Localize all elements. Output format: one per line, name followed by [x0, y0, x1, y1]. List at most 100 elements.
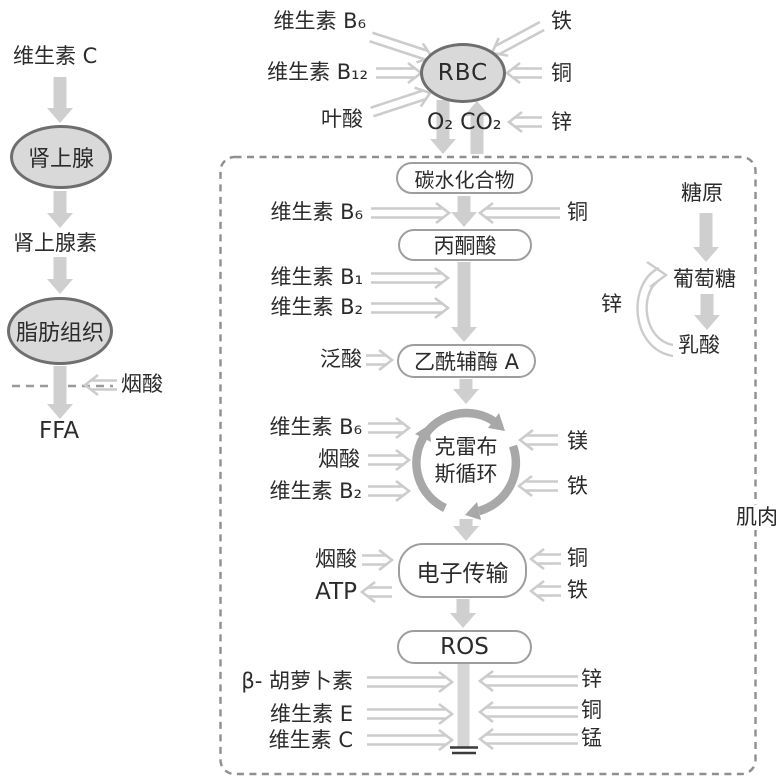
rbc-node: RBC: [420, 43, 506, 103]
arrow-b12-to-rbc: [376, 61, 424, 85]
arrow-zinc-to-gases: [506, 110, 542, 134]
vitamin-b2-label: 维生素 B₂: [270, 295, 363, 319]
copper-ros-label: 铜: [581, 698, 602, 722]
vitamin-c-label: 维生素 C: [13, 44, 98, 68]
arrow-pyruvate-acetylcoa: [451, 262, 477, 342]
zinc-ros-label: 锌: [581, 667, 602, 691]
vitamin-b6-krebs-label: 维生素 B₆: [269, 415, 362, 439]
niacin-et-label: 烟酸: [315, 547, 357, 571]
zinc-glucose-label: 锌: [601, 292, 622, 316]
fat-tissue-node: 脂肪组织: [7, 297, 113, 365]
vitamin-b6-glycolysis-label: 维生素 B₆: [270, 200, 363, 224]
arrow-iron-krebs: [516, 474, 558, 498]
copper-glycolysis-label: 铜: [567, 200, 588, 224]
ros-discharge-bar: [457, 663, 470, 748]
vitamin-c-bottom-label: 维生素 C: [268, 728, 353, 752]
glucose-label: 葡萄糖: [673, 267, 736, 291]
arrow-b2-pyruvate: [371, 296, 451, 320]
arrow-adrenaline-fat: [47, 257, 73, 294]
arrow-vitaminc-adrenal: [47, 77, 73, 123]
acetyl-coa-node: 乙酰辅酶 A: [397, 344, 536, 378]
adrenal-gland-node: 肾上腺: [10, 125, 112, 189]
krebs-cycle-label-line1: 克雷布: [434, 435, 498, 459]
carbohydrate-label: 碳水化合物: [414, 167, 515, 192]
niacin-left-label: 烟酸: [121, 372, 163, 396]
zinc-top-label: 锌: [551, 110, 572, 134]
lactate-glucose-curved-arrow: [636, 261, 674, 358]
beta-carotene-label: β- 胡萝卜素: [241, 669, 353, 693]
arrow-vitamin-c-ros: [367, 728, 455, 752]
vitamin-b2-krebs-label: 维生素 B₂: [269, 479, 362, 503]
arrow-b6-glycolysis: [371, 201, 452, 225]
krebs-cycle-label: 克雷布 斯循环: [416, 434, 516, 488]
arrow-niacin-to-fat-path: [82, 373, 117, 397]
electron-transport-label: 电子传输: [416, 560, 509, 587]
arrow-pantothenic-acetylcoa: [366, 348, 395, 372]
iron-krebs-label: 铁: [567, 474, 588, 498]
rbc-label: RBC: [437, 60, 489, 86]
arrow-adrenal-adrenaline: [47, 191, 73, 228]
arrow-niacin-et: [362, 548, 395, 572]
arrow-b1-pyruvate: [371, 266, 451, 290]
krebs-cycle-icon: [412, 408, 521, 520]
vitamin-b6-top-label: 维生素 B₆: [273, 9, 366, 33]
o2-co2-label: O₂ CO₂: [427, 110, 502, 135]
carbohydrate-node: 碳水化合物: [396, 162, 533, 194]
iron-top-label: 铁: [551, 9, 572, 33]
folate-label: 叶酸: [321, 107, 363, 131]
lactate-label: 乳酸: [678, 333, 720, 357]
arrow-copper-to-rbc: [504, 61, 542, 85]
ros-node: ROS: [397, 630, 532, 664]
pyruvate-label: 丙酮酸: [433, 234, 497, 258]
arrow-vitamin-e-ros: [367, 702, 455, 726]
adrenal-gland-label: 肾上腺: [27, 147, 94, 172]
krebs-cycle-label-line2: 斯循环: [434, 462, 498, 486]
arrow-glucose-lactate: [694, 294, 720, 330]
acetyl-coa-label: 乙酰辅酶 A: [413, 350, 520, 374]
arrow-copper-ros: [477, 700, 578, 724]
fat-tissue-label: 脂肪组织: [15, 321, 104, 346]
iron-et-label: 铁: [567, 578, 588, 602]
vitamin-e-label: 维生素 E: [270, 702, 353, 726]
atp-label: ATP: [315, 579, 357, 605]
glycogen-label: 糖原: [681, 181, 723, 205]
muscle-region-label: 肌肉: [733, 505, 781, 530]
arrow-b6-to-rbc: [369, 31, 435, 64]
arrow-copper-et: [528, 547, 561, 571]
arrow-fat-ffa: [47, 366, 73, 419]
magnesium-label: 镁: [567, 429, 588, 453]
vitamin-b12-label: 维生素 B₁₂: [267, 60, 368, 84]
arrow-niacin-krebs: [368, 448, 412, 472]
adrenaline-label: 肾上腺素: [13, 231, 97, 255]
arrow-betacarotene-ros: [367, 670, 455, 694]
arrow-et-ros: [450, 599, 476, 628]
arrow-b2-krebs: [368, 479, 412, 503]
arrow-krebs-et: [453, 519, 479, 541]
arrow-copper-glycolysis: [477, 201, 560, 225]
copper-top-label: 铜: [551, 61, 572, 85]
arrow-iron-to-rbc: [490, 20, 545, 57]
arrow-iron-et: [528, 579, 561, 603]
arrow-carb-pyruvate: [451, 196, 477, 227]
arrow-o2-in: [430, 100, 456, 154]
arrow-acetylcoa-krebs: [453, 379, 479, 404]
ffa-label: FFA: [39, 418, 80, 444]
pantothenic-acid-label: 泛酸: [320, 347, 362, 371]
arrow-glycogen-glucose: [693, 213, 719, 262]
vitamin-b1-label: 维生素 B₁: [270, 265, 363, 289]
arrow-b6-krebs: [368, 416, 412, 440]
arrow-manganese-ros: [477, 727, 578, 751]
electron-transport-node: 电子传输: [398, 543, 527, 598]
arrow-folate-to-rbc: [370, 86, 433, 118]
arrow-magnesium-krebs: [517, 428, 558, 452]
arrow-atp-out: [359, 580, 392, 604]
niacin-krebs-label: 烟酸: [318, 447, 360, 471]
pyruvate-node: 丙酮酸: [398, 229, 532, 261]
copper-et-label: 铜: [567, 546, 588, 570]
manganese-ros-label: 锰: [581, 726, 602, 750]
arrow-co2-out: [464, 101, 490, 154]
muscle-dashed-border: [219, 155, 757, 776]
ros-label: ROS: [440, 634, 489, 660]
